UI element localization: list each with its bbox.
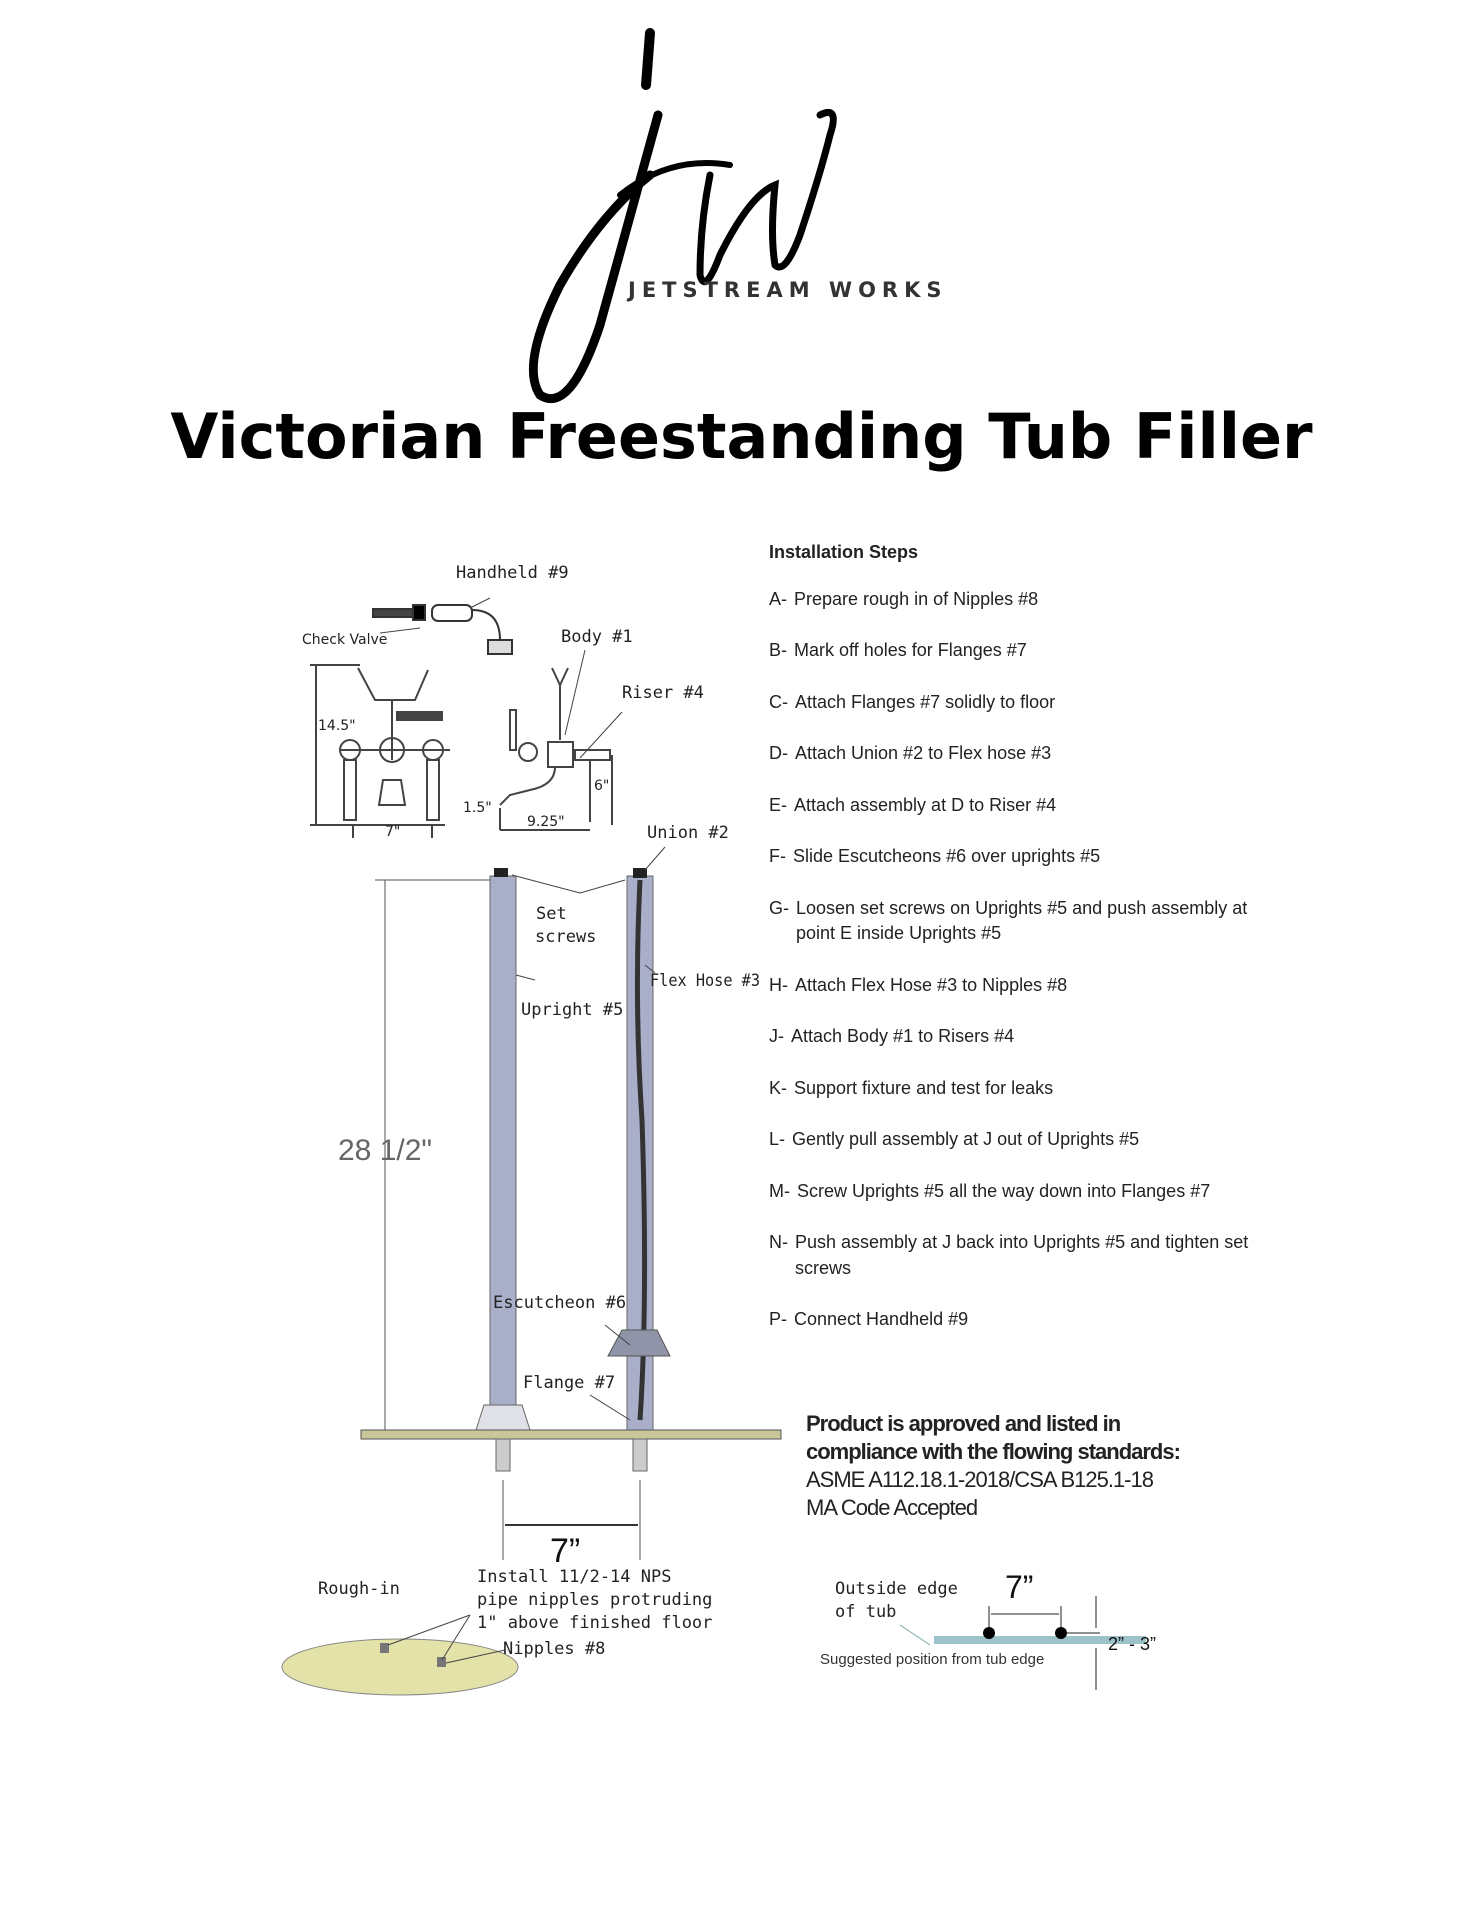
step-item: B- Mark off holes for Flanges #7 xyxy=(769,638,1249,664)
step-item: P- Connect Handheld #9 xyxy=(769,1307,1249,1333)
step-item: D- Attach Union #2 to Flex hose #3 xyxy=(769,741,1249,767)
step-key: G- xyxy=(769,897,789,918)
label-outside-edge: Outside edge xyxy=(835,1579,958,1599)
label-flange: Flange #7 xyxy=(523,1373,615,1393)
spacing-dimension: 7” xyxy=(550,1532,580,1570)
dim-width: 7" xyxy=(385,824,400,840)
step-text: Attach Flex Hose #3 to Nipples #8 xyxy=(795,974,1068,995)
tub-position-diagram: Outside edge of tub 7” 2” - 3” Suggested… xyxy=(820,1569,1156,1690)
compliance-ma-code: MA Code Accepted xyxy=(806,1495,978,1520)
step-text: Prepare rough in of Nipples #8 xyxy=(794,588,1039,609)
step-key: N- xyxy=(769,1232,788,1252)
steps-heading: Installation Steps xyxy=(769,542,919,562)
step-key: L- xyxy=(769,1129,786,1149)
label-check-valve: Check Valve xyxy=(302,632,387,648)
step-item: F- Slide Escutcheons #6 over uprights #5 xyxy=(769,844,1249,870)
upright-left xyxy=(489,875,517,1415)
step-key: M- xyxy=(769,1180,790,1201)
dim-drop: 1.5" xyxy=(463,800,492,816)
installation-steps: Installation Steps A- Prepare rough in of… xyxy=(769,540,1249,1359)
compliance-line-1: Product is approved and listed in xyxy=(806,1411,1121,1436)
label-install-2: pipe nipples protruding xyxy=(477,1590,712,1610)
tub-spacing: 7” xyxy=(1005,1569,1033,1605)
label-screws: screws xyxy=(535,927,596,947)
rough-in-floor xyxy=(281,1638,519,1696)
step-key: B- xyxy=(769,640,787,660)
step-text: Support fixture and test for leaks xyxy=(794,1077,1054,1098)
step-list: A- Prepare rough in of Nipples #8 B- Mark o… xyxy=(769,587,1249,1333)
label-set: Set xyxy=(536,904,567,924)
dim-height: 14.5" xyxy=(318,718,356,734)
step-key: C- xyxy=(769,691,788,712)
step-key: H- xyxy=(769,974,788,995)
compliance-note: Product is approved and listed in compli… xyxy=(806,1410,1246,1522)
step-text: Attach Flanges #7 solidly to floor xyxy=(795,691,1056,712)
height-dimension: 28 1/2" xyxy=(338,1134,432,1167)
tub-distance: 2” - 3” xyxy=(1108,1634,1156,1654)
step-item: M- Screw Uprights #5 all the way down int… xyxy=(769,1179,1249,1205)
label-union: Union #2 xyxy=(647,823,729,843)
label-install-3: 1" above finished floor xyxy=(477,1613,712,1633)
front-view-drawing xyxy=(310,664,450,838)
step-item: G- Loosen set screws on Uprights #5 and p… xyxy=(769,896,1249,947)
step-item: A- Prepare rough in of Nipples #8 xyxy=(769,587,1249,613)
step-key: J- xyxy=(769,1026,784,1046)
step-item: K- Support fixture and test for leaks xyxy=(769,1076,1249,1102)
step-text: Connect Handheld #9 xyxy=(794,1309,969,1329)
tub-edge-bar xyxy=(934,1636,1146,1644)
label-handheld: Handheld #9 xyxy=(456,563,569,583)
dim-riser: 6" xyxy=(594,778,609,794)
label-upright: Upright #5 xyxy=(521,1000,623,1020)
step-item: H- Attach Flex Hose #3 to Nipples #8 xyxy=(769,973,1249,999)
step-text: Attach Body #1 to Risers #4 xyxy=(791,1026,1015,1046)
step-item: E- Attach assembly at D to Riser #4 xyxy=(769,793,1249,819)
compliance-standard: ASME A112.18.1-2018/CSA B125.1-18 xyxy=(806,1467,1154,1492)
step-key: E- xyxy=(769,794,787,815)
label-of-tub: of tub xyxy=(835,1602,896,1622)
step-text: Slide Escutcheons #6 over uprights #5 xyxy=(793,846,1101,866)
brand-name: JETSTREAM WORKS xyxy=(628,278,948,302)
dim-reach: 9.25" xyxy=(527,814,565,830)
step-text: Loosen set screws on Uprights #5 and pus… xyxy=(796,897,1248,944)
label-nipples: Nipples #8 xyxy=(503,1639,605,1659)
step-key: K- xyxy=(769,1077,787,1098)
page-title: Victorian Freestanding Tub Filler xyxy=(170,400,1313,473)
step-text: Mark off holes for Flanges #7 xyxy=(794,640,1027,660)
step-item: J- Attach Body #1 to Risers #4 xyxy=(769,1024,1249,1050)
step-key: D- xyxy=(769,743,788,763)
tub-caption: Suggested position from tub edge xyxy=(820,1651,1044,1668)
label-riser: Riser #4 xyxy=(622,683,704,703)
label-flex-hose: Flex Hose #3 xyxy=(650,971,760,991)
step-text: Screw Uprights #5 all the way down into … xyxy=(797,1180,1211,1201)
step-text: Gently pull assembly at J out of Upright… xyxy=(792,1129,1140,1149)
label-install-1: Install 11/2-14 NPS xyxy=(477,1567,671,1587)
step-item: C- Attach Flanges #7 solidly to floor xyxy=(769,690,1249,716)
compliance-line-2: compliance with the flowing standards: xyxy=(806,1439,1181,1464)
flange-left xyxy=(475,1404,531,1431)
step-text: Attach assembly at D to Riser #4 xyxy=(794,794,1057,815)
floor-plate xyxy=(360,1429,782,1440)
label-rough-in: Rough-in xyxy=(318,1579,400,1599)
step-key: A- xyxy=(769,588,787,609)
side-view-drawing xyxy=(499,667,613,831)
label-body: Body #1 xyxy=(561,627,633,647)
label-escutcheon: Escutcheon #6 xyxy=(493,1293,626,1313)
escutcheon xyxy=(607,1329,671,1357)
step-item: L- Gently pull assembly at J out of Uprig… xyxy=(769,1127,1249,1153)
step-item: N- Push assembly at J back into Uprights … xyxy=(769,1230,1249,1281)
handheld-shower-drawing xyxy=(372,604,513,655)
step-key: P- xyxy=(769,1309,787,1329)
jetstream-works-logo xyxy=(528,28,837,404)
step-text: Push assembly at J back into Uprights #5… xyxy=(795,1232,1249,1278)
step-text: Attach Union #2 to Flex hose #3 xyxy=(795,743,1052,763)
step-key: F- xyxy=(769,846,786,866)
